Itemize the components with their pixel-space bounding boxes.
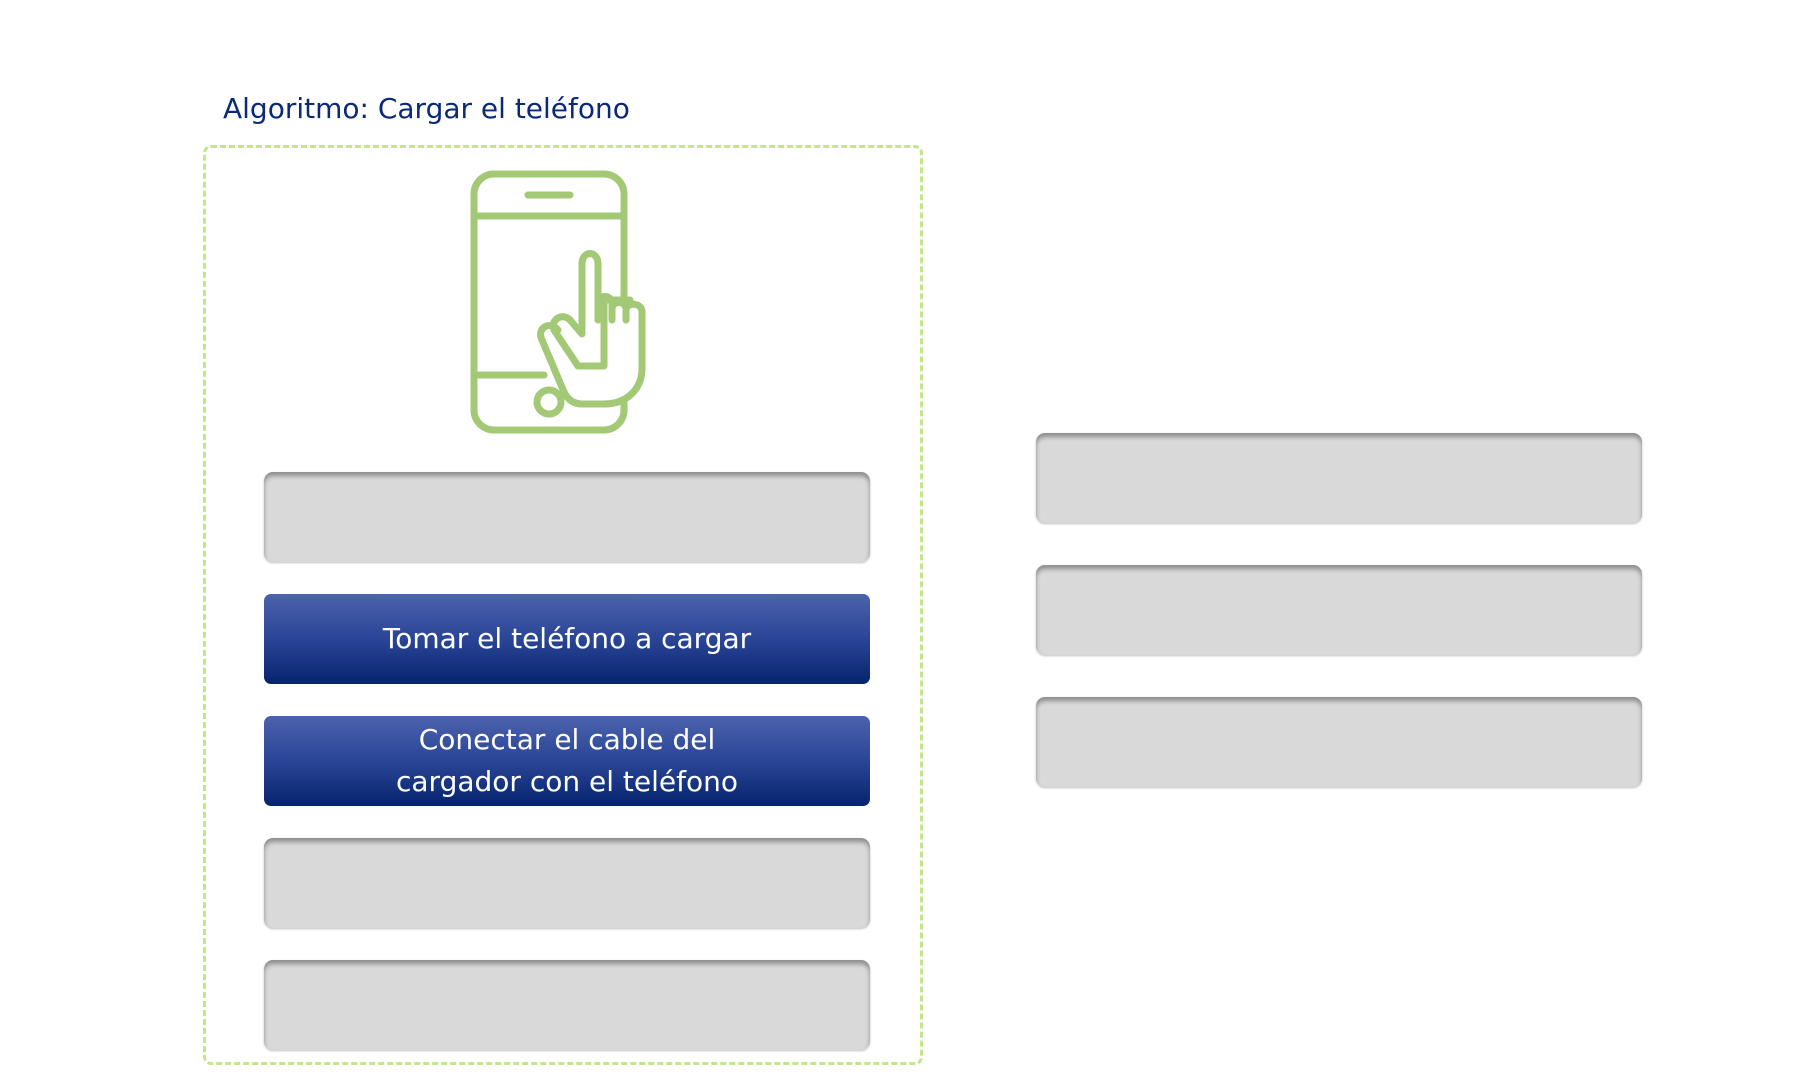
option-slot-2[interactable] (1036, 565, 1642, 655)
drop-slot-1[interactable] (264, 472, 870, 562)
step-label-line-1: Conectar el cable del (418, 723, 716, 756)
phone-touch-icon (470, 170, 646, 434)
step-label: Tomar el teléfono a cargar (382, 622, 752, 655)
algorithm-drop-area (203, 145, 923, 1065)
option-slot-3[interactable] (1036, 697, 1642, 787)
step-card-connect-cable[interactable]: Conectar el cable del cargador con el te… (264, 716, 870, 806)
drop-slot-5[interactable] (264, 960, 870, 1050)
step-label-line-2: cargador con el teléfono (396, 765, 738, 798)
page-title: Algoritmo: Cargar el teléfono (223, 92, 630, 125)
option-slot-1[interactable] (1036, 433, 1642, 523)
drop-slot-4[interactable] (264, 838, 870, 928)
step-card-take-phone[interactable]: Tomar el teléfono a cargar (264, 594, 870, 684)
